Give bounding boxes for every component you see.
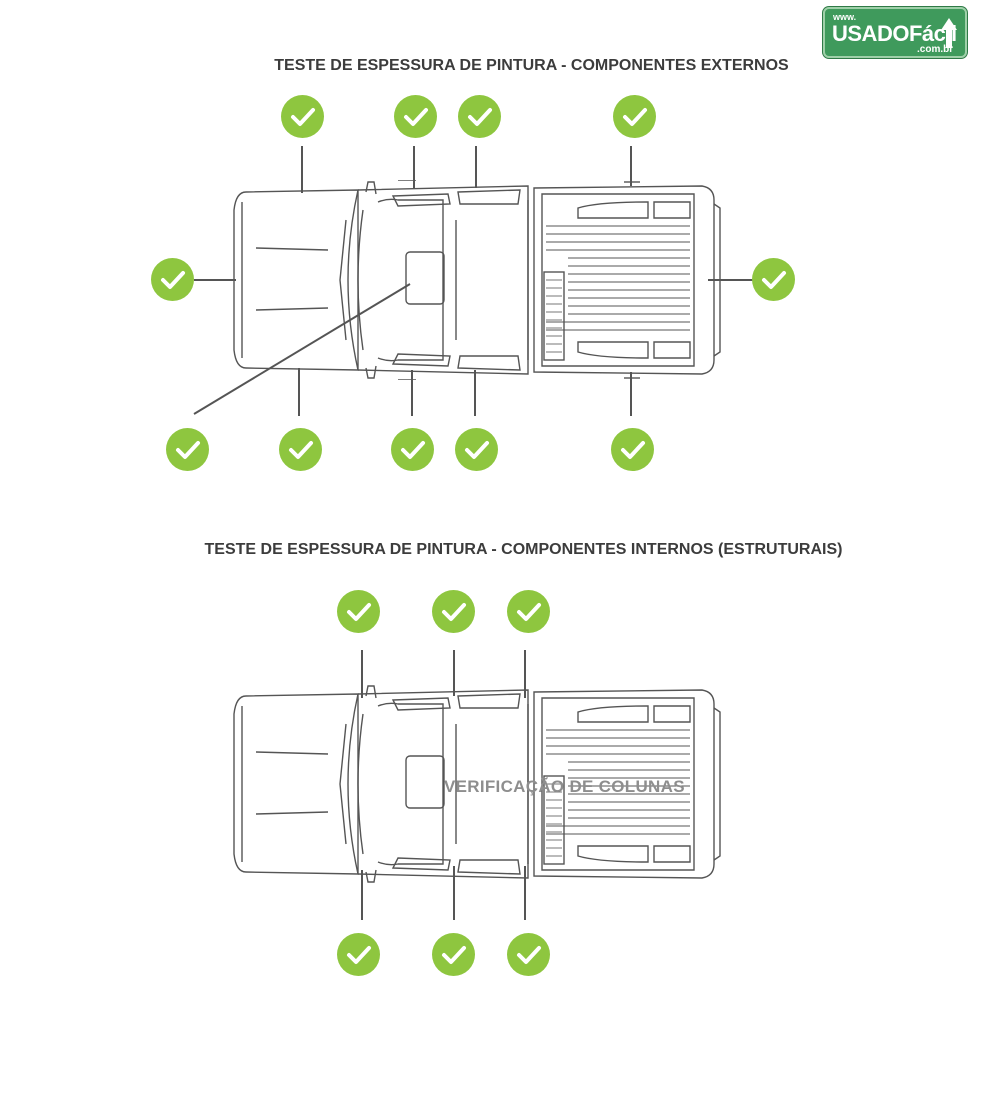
check-circle-icon: [151, 258, 194, 301]
check-circle-icon: [507, 933, 550, 976]
check-circle-icon: [394, 95, 437, 138]
leader-line: [298, 368, 300, 416]
leader-line: [630, 372, 632, 416]
leader-line: [630, 146, 632, 186]
check-circle-icon: [507, 590, 550, 633]
leader-line: [453, 650, 455, 696]
check-circle-icon: [337, 933, 380, 976]
check-circle-icon: [281, 95, 324, 138]
logo-domain: .com.br: [917, 44, 954, 55]
check-circle-icon: [611, 428, 654, 471]
arrow-up-icon: [941, 18, 957, 48]
check-circle-icon: [432, 933, 475, 976]
check-circle-icon: [613, 95, 656, 138]
leader-line: [708, 279, 756, 281]
usadofacil-logo: www. USADOFácil .com.br: [823, 7, 967, 58]
check-circle-icon: [166, 428, 209, 471]
leader-line: [474, 370, 476, 416]
logo-name: USADOFácil: [832, 21, 957, 46]
leader-line: [361, 650, 363, 698]
leader-line: [453, 866, 455, 920]
check-circle-icon: [279, 428, 322, 471]
check-circle-icon: [752, 258, 795, 301]
check-circle-icon: [337, 590, 380, 633]
leader-line: [194, 279, 236, 281]
leader-line-roof: [193, 283, 411, 415]
check-circle-icon: [458, 95, 501, 138]
check-circle-icon: [391, 428, 434, 471]
leader-line: [524, 866, 526, 920]
leader-line: [524, 650, 526, 698]
leader-line: [301, 146, 303, 193]
leader-line: [413, 146, 415, 189]
check-circle-icon: [455, 428, 498, 471]
logo-www: www.: [833, 12, 857, 22]
pickup-truck-diagram-internal: [233, 685, 721, 883]
section-title-internal: TESTE DE ESPESSURA DE PINTURA - COMPONEN…: [204, 541, 843, 558]
section-title-external: TESTE DE ESPESSURA DE PINTURA - COMPONEN…: [274, 57, 789, 74]
leader-line: [411, 370, 413, 416]
columns-check-label: VERIFICAÇÃO DE COLUNAS: [444, 777, 685, 796]
leader-line: [361, 870, 363, 920]
check-circle-icon: [432, 590, 475, 633]
leader-line: [475, 146, 477, 188]
